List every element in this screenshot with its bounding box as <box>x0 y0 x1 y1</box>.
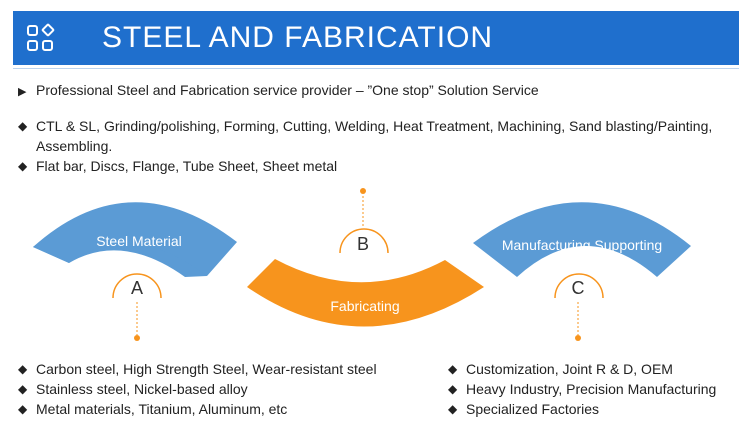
diamond-bullet-icon: ◆ <box>18 159 28 173</box>
letter-a-semicircle <box>112 273 162 299</box>
fabricating-arc <box>247 259 484 327</box>
letter-b-semicircle <box>339 228 389 254</box>
diamond-bullet-icon: ◆ <box>18 362 28 376</box>
manufacturing-label: Manufacturing Supporting <box>501 237 663 253</box>
list-item: ◆Heavy Industry, Precision Manufacturing <box>448 381 717 397</box>
diamond-bullet-icon: ◆ <box>448 362 458 376</box>
connector-dot <box>575 335 581 341</box>
list-item: ◆Carbon steel, High Strength Steel, Wear… <box>18 361 377 377</box>
diamond-bullet-icon: ◆ <box>18 382 28 396</box>
manufacturing-list: ◆Customization, Joint R & D, OEM ◆Heavy … <box>448 359 716 419</box>
fabricating-label: Fabricating <box>330 298 400 314</box>
connector-dot <box>134 335 140 341</box>
page-title: STEEL AND FABRICATION <box>102 21 494 54</box>
connector-dot <box>360 188 366 194</box>
steel-material-label: Steel Material <box>96 233 182 249</box>
header-icon <box>22 19 62 59</box>
list-item: ◆Flat bar, Discs, Flange, Tube Sheet, Sh… <box>18 158 338 174</box>
diamond-bullet-icon: ◆ <box>448 382 458 396</box>
header-bar <box>13 11 739 65</box>
header-divider <box>13 68 739 69</box>
steel-material-list: ◆Carbon steel, High Strength Steel, Wear… <box>18 359 377 419</box>
letter-c-semicircle <box>554 273 604 299</box>
diamond-bullet-icon: ◆ <box>18 119 28 133</box>
intro-text: Professional Steel and Fabrication servi… <box>36 82 539 98</box>
services-list: ◆CTL & SL, Grinding/polishing, Forming, … <box>18 116 718 176</box>
letter-a: A <box>130 278 143 298</box>
diamond-bullet-icon: ◆ <box>18 402 28 416</box>
letter-b: B <box>356 234 369 254</box>
list-item: ◆Customization, Joint R & D, OEM <box>448 361 673 377</box>
list-item: ◆Stainless steel, Nickel-based alloy <box>18 381 248 397</box>
intro-line: ▶ Professional Steel and Fabrication serv… <box>18 82 539 98</box>
list-item: ◆Specialized Factories <box>448 401 600 417</box>
diamond-bullet-icon: ◆ <box>448 402 458 416</box>
manufacturing-arc <box>473 202 691 277</box>
play-arrow-icon: ▶ <box>18 86 27 98</box>
list-item: ◆CTL & SL, Grinding/polishing, Forming, … <box>18 118 713 154</box>
grid-diamond-icon <box>27 23 55 51</box>
letter-c: C <box>571 278 585 298</box>
list-item: ◆Metal materials, Titanium, Aluminum, et… <box>18 401 288 417</box>
